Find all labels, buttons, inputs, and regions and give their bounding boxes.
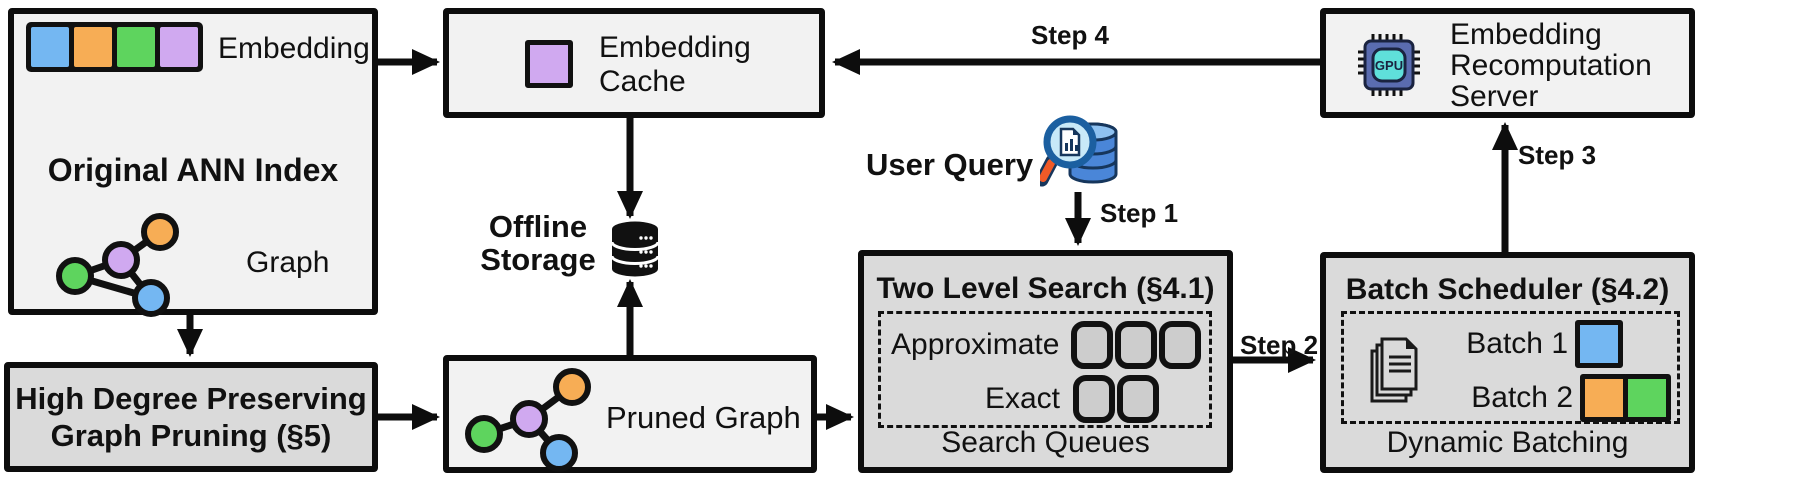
step1-label: Step 1 [1100, 198, 1179, 228]
document-glyph [1059, 127, 1081, 157]
search-queues-region: Approximate Exact [878, 311, 1212, 428]
approximate-queue-slots [1071, 321, 1201, 369]
batch-scheduler-title: Batch Scheduler (§4.2) [1345, 273, 1670, 306]
search-queues-caption: Search Queues [941, 426, 1150, 459]
two-level-search-box: Two Level Search (§4.1) Approximate Exac… [858, 250, 1233, 473]
batch-scheduler-box: Batch Scheduler (§4.2) Batch 1 [1320, 252, 1695, 473]
pruned-graph-icon [465, 368, 591, 472]
batch1-square-blue [1575, 320, 1623, 368]
pruned-graph-label: Pruned Graph [606, 400, 801, 435]
original-graph-icon [56, 213, 179, 317]
batch2-squares [1580, 374, 1671, 422]
queue-slot [1159, 321, 1201, 369]
queue-slot [1071, 321, 1113, 369]
batch2-label: Batch 2 [1471, 381, 1573, 414]
batch2-square-green [1623, 374, 1671, 422]
embedding-cache-label-line1: Embedding [599, 31, 751, 64]
embedding-cell-purple [160, 27, 198, 67]
batch2-square-orange [1580, 374, 1628, 422]
pruned-graph-box: Pruned Graph [443, 355, 817, 473]
approximate-queue-label: Approximate [891, 328, 1060, 361]
queue-slot [1073, 375, 1115, 423]
step4-label: Step 4 [1030, 20, 1110, 50]
two-level-search-title: Two Level Search (§4.1) [876, 272, 1215, 305]
recomputation-server-box: GPU Embedding Recomputation Server [1320, 8, 1695, 118]
gpu-chip-icon: GPU [1358, 34, 1420, 96]
embedding-cell-orange [74, 27, 112, 67]
graph-pruning-title-line2: Graph Pruning (§5) [50, 418, 332, 453]
documents-icon [1370, 337, 1418, 403]
user-query-label: User Query [866, 147, 1034, 182]
step2-label: Step 2 [1240, 330, 1319, 360]
embedding-cell-blue [31, 27, 69, 67]
graph-pruning-title-line1: High Degree Preserving [15, 381, 367, 416]
exact-queue-slots [1073, 375, 1159, 423]
embedding-cache-label-line2: Cache [599, 65, 686, 98]
offline-storage-label-line1: Offline [488, 209, 588, 244]
exact-queue-label: Exact [984, 382, 1060, 415]
server-label-line3: Server [1450, 80, 1539, 113]
graph-label: Graph [246, 246, 330, 279]
dynamic-batching-region: Batch 1 Batch 2 [1341, 311, 1680, 424]
embedding-cell-green [117, 27, 155, 67]
queue-slot [1117, 375, 1159, 423]
cached-embedding-square [525, 40, 573, 88]
original-ann-index-title: Original ANN Index [47, 152, 339, 188]
step3-label: Step 3 [1518, 140, 1597, 170]
user-query-search-icon [1040, 115, 1118, 187]
dynamic-batching-caption: Dynamic Batching [1386, 426, 1629, 459]
queue-slot [1115, 321, 1157, 369]
embedding-label: Embedding [218, 32, 370, 65]
offline-storage-database-icon [610, 221, 660, 277]
embedding-cache-box: Embedding Cache [443, 8, 825, 118]
graph-pruning-box: High Degree Preserving Graph Pruning (§5… [4, 362, 378, 472]
offline-storage-label-line2: Storage [480, 242, 596, 277]
server-label-line2: Recomputation [1450, 49, 1652, 82]
server-label-line1: Embedding [1450, 18, 1602, 51]
embedding-vector-strip [26, 22, 203, 72]
batch1-label: Batch 1 [1466, 327, 1568, 360]
original-ann-index-box: Embedding Original ANN Index Graph [8, 8, 378, 317]
gpu-chip-label: GPU [1375, 58, 1403, 73]
